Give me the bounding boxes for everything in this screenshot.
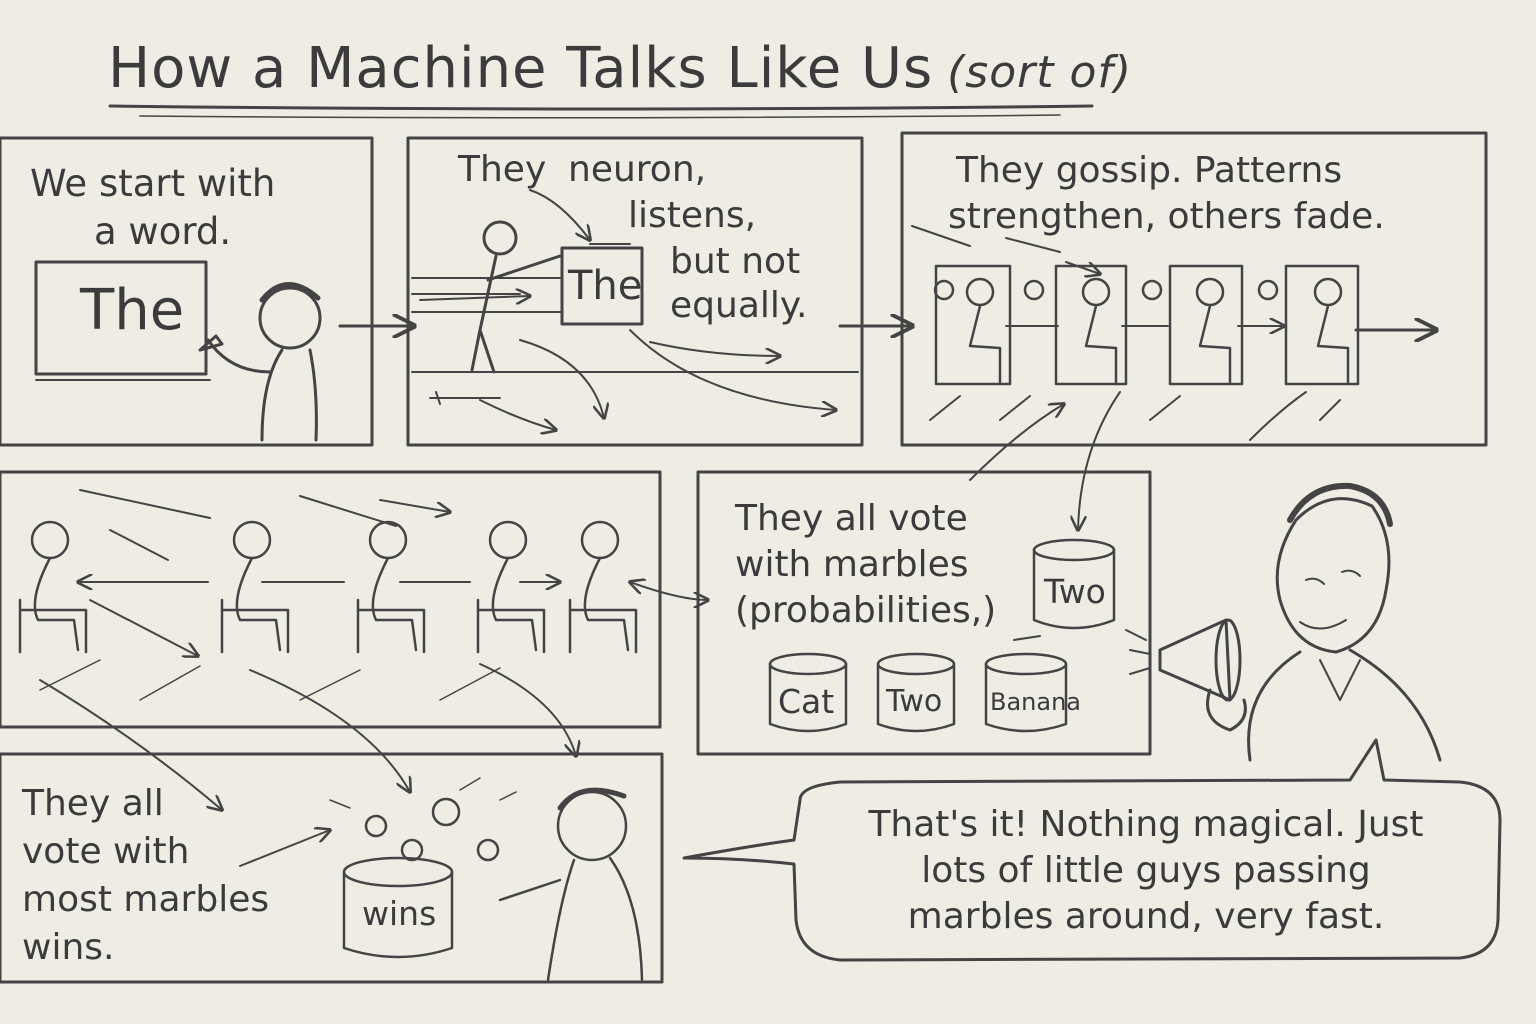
panel-2-neuron: neuron, [568,149,707,190]
jar-top-label: Two [1044,572,1106,611]
panel-5-frame [696,470,1152,756]
panel-2-frame [406,136,864,447]
word-box [560,246,644,326]
word-box-text: The [568,263,643,309]
title-main: How a Machine Talks Like Us [108,36,934,101]
bubble-line-2: lots of little guys passing [921,850,1371,891]
panel-6-frame [0,752,664,984]
jar-label-wins: wins [362,894,437,933]
page-title: How a Machine Talks Like Us (sort of) [108,38,1132,100]
board-word: The [80,278,185,343]
panel-5-line-1: They all vote [735,498,968,539]
panel-6-line-3: most marbles [22,879,270,920]
panel-2-butnot: but not [670,241,801,282]
jar-label-two: Two [886,684,943,719]
panel-2-equally: equally. [670,285,808,326]
speech-bubble [682,738,1502,962]
jar-label-cat: Cat [778,682,835,721]
panel-1-line-2: a word. [94,210,232,253]
panel-1-caption: We start with a word. [30,160,275,256]
blackboard [34,260,208,376]
bubble-line-3: marbles around, very fast. [907,896,1385,937]
panel-4-frame [0,470,662,729]
panel-6-line-1: They all [22,783,164,824]
panel-3-line-1: They gossip. Patterns [956,150,1343,191]
speech-bubble-text: That's it! Nothing magical. Just lots of… [826,802,1466,940]
neuron-head [482,220,518,256]
bubble-line-1: That's it! Nothing magical. Just [868,804,1424,845]
presenter-head [1275,497,1391,654]
panel-2-listens: listens, [628,195,757,236]
pen-icon [198,334,224,352]
panel-1-line-1: We start with [30,162,276,205]
jar-label-banana: Banana [990,688,1082,716]
title-sub: (sort of) [947,47,1133,98]
panel-3-line-2: strengthen, others fade. [948,196,1385,237]
panel-1-frame [0,136,374,447]
panel-5-caption: They all vote with marbles (probabilitie… [735,496,996,634]
panel-5-line-2: with marbles [735,544,969,585]
panel-6-caption: They all vote with most marbles wins. [22,780,269,972]
panel-6-line-2: vote with [22,831,190,872]
teacher-head [258,286,322,350]
panel-3-caption: They gossip. Patterns strengthen, others… [948,148,1385,240]
panel-6-line-4: wins. [22,927,115,968]
panel-5-line-3: (probabilities,) [735,590,997,631]
title-underline [108,104,1094,111]
panel-3-frame [900,131,1488,447]
panel-2-they: They [458,149,547,190]
